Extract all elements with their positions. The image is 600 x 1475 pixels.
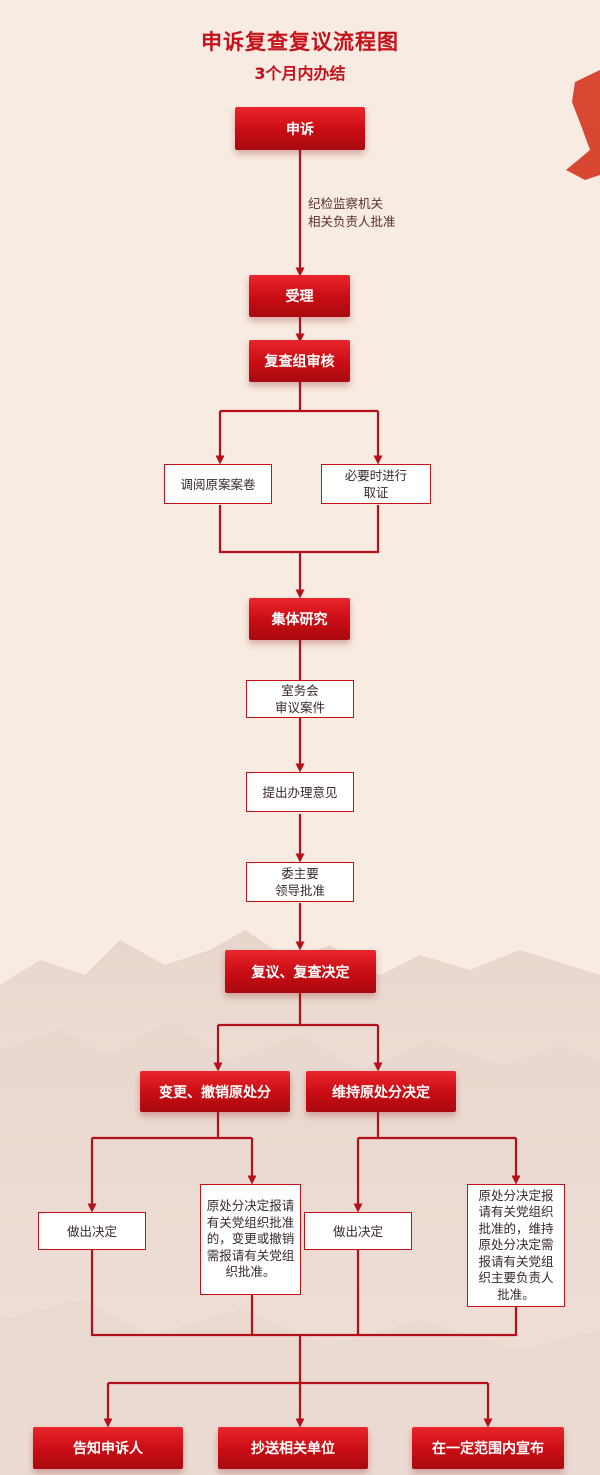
- connector-line: [218, 993, 302, 1027]
- bird-icon: [566, 70, 600, 180]
- box-read-files: 调阅原案案卷: [164, 464, 272, 504]
- connector-line: [90, 1250, 518, 1337]
- page-subtitle: 3个月内办结: [254, 64, 346, 83]
- box-right-report-note: 原处分决定报请有关党组织批准的，维持原处分决定需报请有关党组织主要负责人批准。: [467, 1184, 565, 1307]
- step-maintain: 维持原处分决定: [306, 1071, 456, 1112]
- step-decision: 复议、复查决定: [225, 950, 376, 993]
- connector-line: [92, 1112, 220, 1140]
- connector-line: [220, 382, 302, 413]
- box-collect-evidence: 必要时进行 取证: [321, 464, 431, 504]
- approval-note: 纪检监察机关 相关负责人批准: [308, 196, 396, 229]
- box-office-meeting: 室务会 审议案件: [246, 680, 354, 718]
- box-left-report-note: 原处分决定报请有关党组织批准的，变更或撤销需报请有关党组织批准。: [200, 1184, 301, 1295]
- box-propose-opinion: 提出办理意见: [246, 772, 354, 812]
- step-announce: 在一定范围内宣布: [412, 1427, 564, 1469]
- step-review: 复查组审核: [249, 340, 350, 382]
- connector-line: [218, 505, 380, 554]
- step-change-revoke: 变更、撤销原处分: [140, 1071, 290, 1112]
- step-complaint: 申诉: [235, 107, 365, 150]
- box-left-make-decision: 做出决定: [38, 1212, 146, 1250]
- step-send-units: 抄送相关单位: [218, 1427, 368, 1469]
- connector-line: [358, 1112, 380, 1140]
- connector-line: [108, 1335, 302, 1385]
- step-collective-study: 集体研究: [249, 598, 350, 640]
- step-notify: 告知申诉人: [33, 1427, 183, 1469]
- step-accept: 受理: [249, 275, 350, 317]
- box-leader-approval: 委主要 领导批准: [246, 862, 354, 902]
- page-title: 申诉复查复议流程图: [201, 30, 399, 54]
- box-right-make-decision: 做出决定: [304, 1212, 412, 1250]
